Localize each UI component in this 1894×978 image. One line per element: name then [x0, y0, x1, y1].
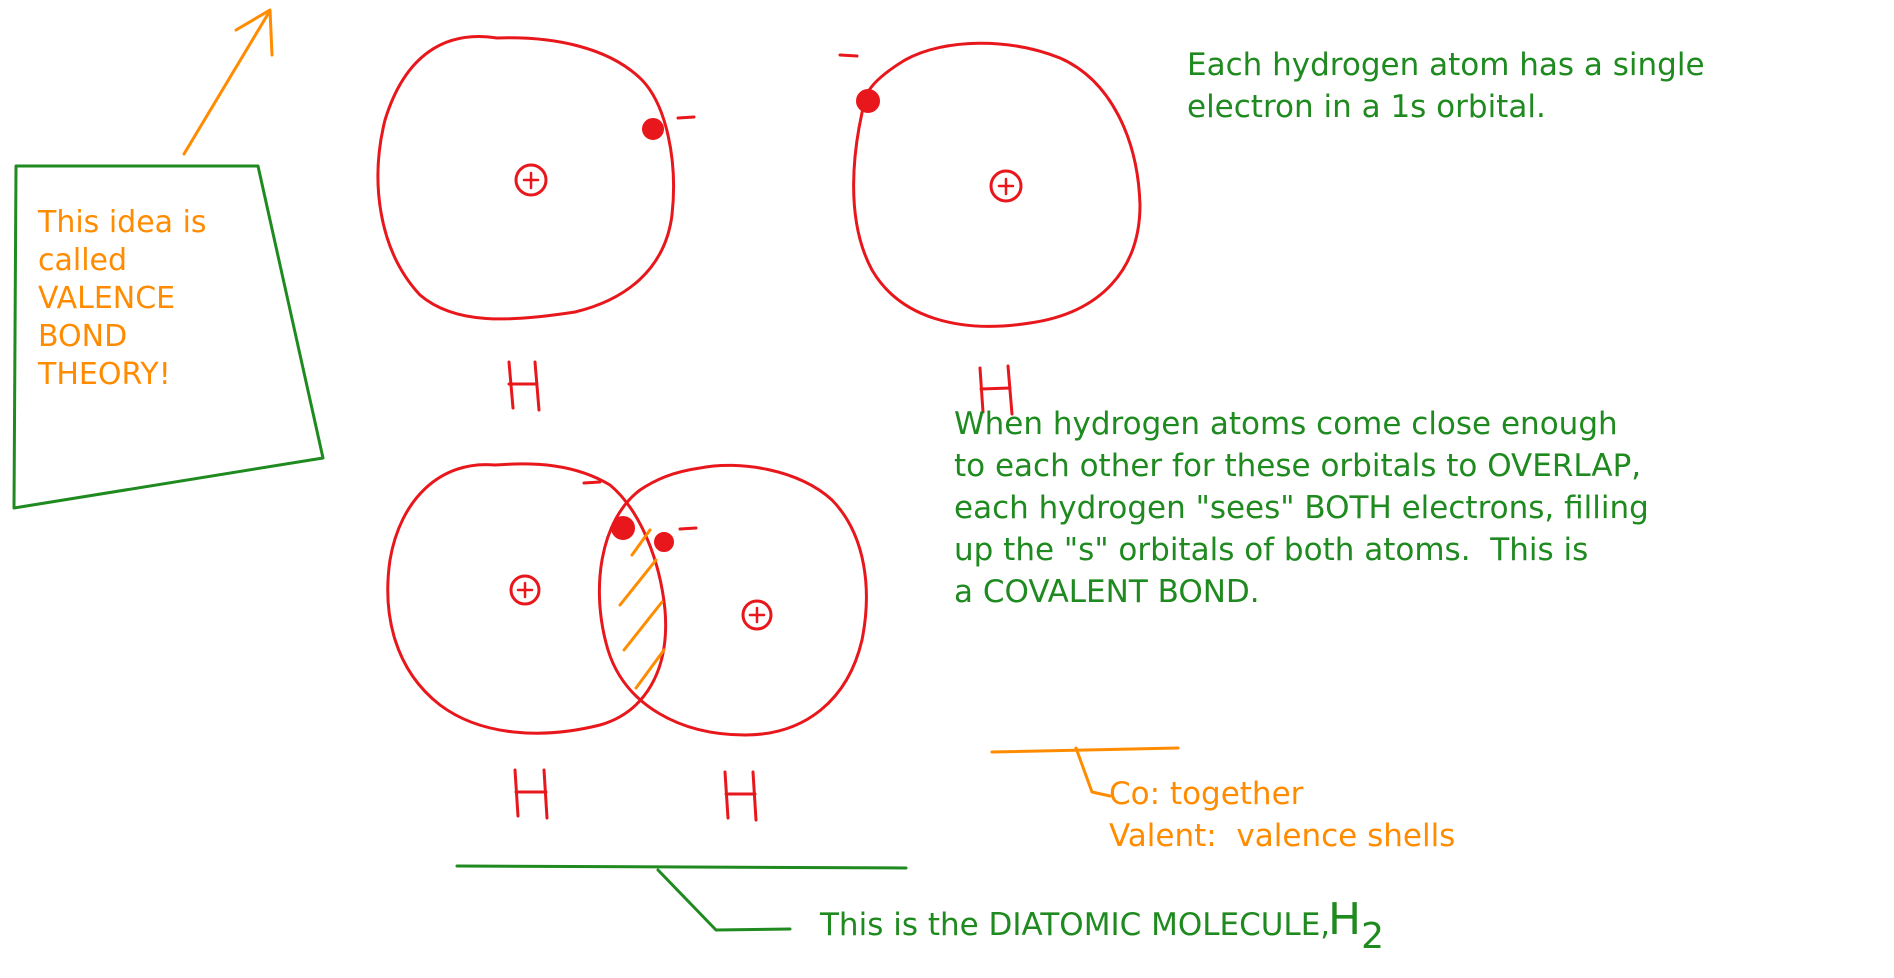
plus-bottom-right: [748, 606, 766, 624]
molecule-underline: [455, 864, 908, 870]
atom-top-right: [838, 41, 1142, 416]
diatomic-callout: [455, 864, 908, 932]
note-diatomic-molecule: This is the DIATOMIC MOLECULE,: [820, 907, 1331, 943]
electron-top-right: [856, 89, 880, 113]
proton-top-right: [989, 169, 1023, 203]
electron-bottom-left: [611, 516, 635, 540]
note-single-electron: Each hydrogen atom has a single electron…: [1187, 47, 1705, 125]
proton-top-left: [514, 163, 548, 197]
note-overlap-covalent-bond: When hydrogen atoms come close enough to…: [954, 406, 1649, 610]
h-label-bottom-left: [513, 768, 549, 820]
electron-charge-top-right: [838, 53, 859, 58]
note-covalent-meaning: Co: together Valent: valence shells: [1109, 776, 1456, 854]
electron-top-left: [642, 118, 664, 140]
h-label-bottom-right: [723, 770, 758, 822]
h2-subscript: 2: [1361, 916, 1384, 957]
electron-bottom-right: [654, 532, 674, 552]
valence-bond-callout: [12, 8, 325, 510]
covalent-callout: [990, 746, 1180, 798]
h2-symbol: H: [1328, 894, 1362, 945]
h2-formula: H2: [1328, 890, 1384, 957]
overlap-hatching: [618, 528, 666, 690]
plus-top-left: [522, 171, 540, 190]
electron-charge-top-left: [676, 115, 696, 120]
arrow-up-right: [182, 8, 274, 156]
h-label-top-left: [507, 360, 541, 412]
orbital-top-right: [852, 41, 1142, 328]
atom-top-left: [376, 35, 696, 412]
electron-charge-bottom-right: [678, 526, 698, 531]
proton-bottom-left: [509, 574, 541, 606]
plus-top-right: [997, 177, 1015, 196]
plus-bottom-left: [516, 581, 534, 599]
covalent-underline: [990, 746, 1180, 754]
orbital-bottom-right: [597, 463, 868, 737]
orbital-top-left: [376, 35, 676, 321]
diatomic-leader: [656, 868, 792, 932]
h-label-top-right: [978, 364, 1014, 416]
valence-box-outline: [12, 164, 325, 510]
electron-charge-bottom-left: [582, 480, 602, 485]
proton-bottom-right: [741, 599, 773, 631]
molecule-overlap: [386, 462, 868, 822]
orbital-bottom-left: [386, 462, 668, 735]
note-valence-bond-theory: This idea is called VALENCE BOND THEORY!: [38, 205, 207, 392]
covalent-leader: [1074, 746, 1112, 798]
